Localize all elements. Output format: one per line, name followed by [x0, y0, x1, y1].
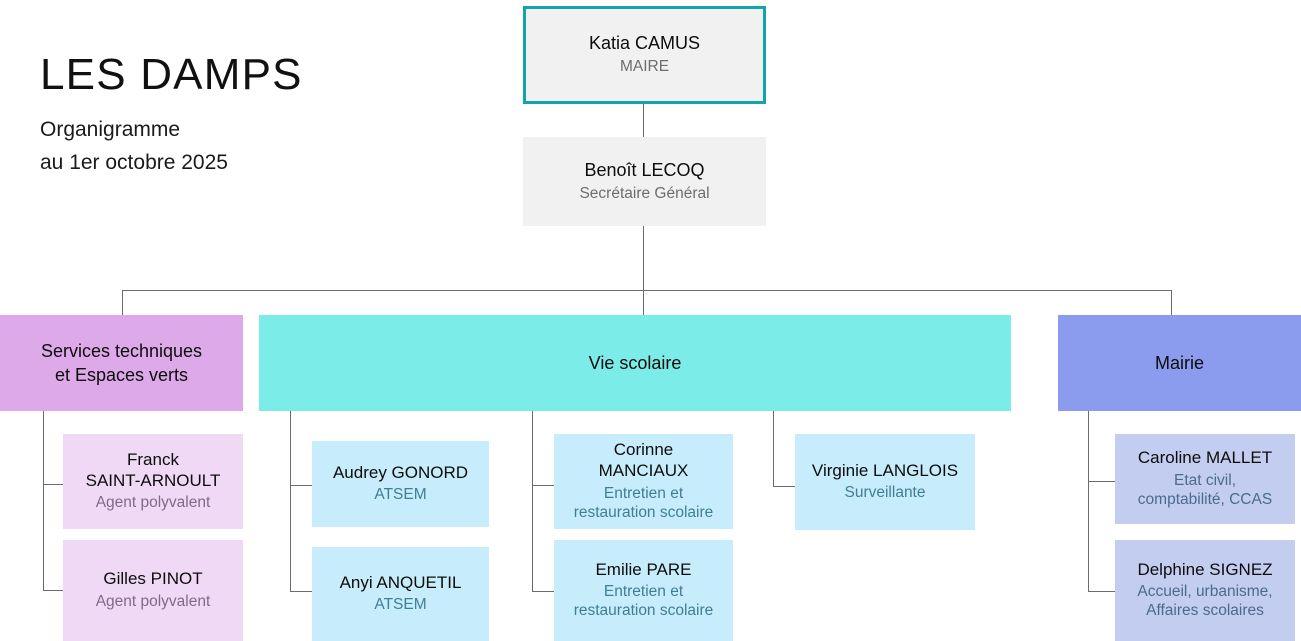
node-gilles-pinot-name: Gilles PINOT [103, 569, 203, 589]
node-caroline-mallet[interactable]: Caroline MALLET Etat civil, comptabilité… [1115, 434, 1295, 524]
dept-header-mairie[interactable]: Mairie [1058, 315, 1301, 411]
connector-stub-gilles [43, 590, 63, 591]
node-audrey-gonord-name: Audrey GONORD [332, 462, 469, 482]
node-virginie-langlois[interactable]: Virginie LANGLOIS Surveillante [795, 434, 975, 530]
node-delphine-signez-role-line-2: Affaires scolaires [1146, 602, 1264, 620]
node-corinne-manciaux[interactable]: Corinne MANCIAUX Entretien et restaurati… [554, 434, 733, 529]
node-corinne-manciaux-role-line-2: restauration scolaire [573, 503, 714, 521]
dept-services-techniques-title-line-1: Services techniques [40, 340, 203, 361]
node-emilie-pare[interactable]: Emilie PARE Entretien et restauration sc… [554, 540, 733, 641]
node-delphine-signez-name: Delphine SIGNEZ [1137, 559, 1273, 579]
node-corinne-manciaux-name-line-2: MANCIAUX [598, 461, 689, 481]
node-secretaire-general-name: Benoît LECOQ [584, 159, 705, 180]
node-gilles-pinot-role: Agent polyvalent [95, 592, 211, 610]
dept-services-techniques-title-line-2: et Espaces verts [54, 365, 189, 385]
node-anyi-anquetil-name: Anyi ANQUETIL [339, 572, 462, 592]
subtitle-line-1: Organigramme [40, 118, 181, 142]
node-maire-role: MAIRE [619, 58, 670, 76]
connector-spine-atsem [290, 411, 291, 591]
node-delphine-signez[interactable]: Delphine SIGNEZ Accueil, urbanisme, Affa… [1115, 540, 1295, 641]
connector-bus-to-services-techniques [122, 290, 123, 315]
connector-sg-to-bus [643, 226, 644, 290]
page-title: LES DAMPS [40, 50, 303, 99]
node-corinne-manciaux-role-line-1: Entretien et [603, 484, 684, 502]
connector-stub-emilie [532, 591, 554, 592]
connector-stub-delphine [1088, 591, 1115, 592]
connector-stub-anyi [290, 591, 312, 592]
connector-maire-to-sg [643, 104, 644, 137]
node-franck-saint-arnoult[interactable]: Franck SAINT-ARNOULT Agent polyvalent [63, 434, 243, 529]
node-emilie-pare-name: Emilie PARE [595, 559, 692, 579]
connector-stub-audrey [290, 485, 312, 486]
node-emilie-pare-role-line-2: restauration scolaire [573, 602, 714, 620]
node-audrey-gonord[interactable]: Audrey GONORD ATSEM [312, 441, 489, 527]
connector-spine-services-techniques [43, 411, 44, 590]
node-delphine-signez-role-line-1: Accueil, urbanisme, [1137, 583, 1273, 601]
node-franck-saint-arnoult-role: Agent polyvalent [95, 494, 211, 512]
connector-stub-corinne [532, 485, 554, 486]
connector-bus-to-mairie [1171, 290, 1172, 315]
node-caroline-mallet-role-line-2: comptabilité, CCAS [1137, 490, 1273, 508]
node-emilie-pare-role-line-1: Entretien et [603, 583, 684, 601]
dept-header-services-techniques[interactable]: Services techniques et Espaces verts [0, 315, 243, 411]
connector-stub-caroline [1088, 481, 1115, 482]
node-caroline-mallet-role-line-1: Etat civil, [1173, 471, 1236, 489]
connector-department-bus [122, 290, 1172, 291]
node-gilles-pinot[interactable]: Gilles PINOT Agent polyvalent [63, 540, 243, 641]
node-franck-saint-arnoult-name-line-2: SAINT-ARNOULT [85, 470, 221, 490]
connector-spine-surveillance [773, 411, 774, 486]
node-caroline-mallet-name: Caroline MALLET [1137, 448, 1273, 468]
node-corinne-manciaux-name-line-1: Corinne [613, 440, 674, 460]
node-virginie-langlois-name: Virginie LANGLOIS [811, 460, 959, 480]
node-franck-saint-arnoult-name-line-1: Franck [127, 449, 179, 469]
connector-bus-to-vie-scolaire [643, 290, 644, 315]
node-maire[interactable]: Katia CAMUS MAIRE [523, 6, 766, 104]
title-block: LES DAMPS Organigramme au 1er octobre 20… [40, 50, 460, 179]
node-virginie-langlois-role: Surveillante [844, 484, 926, 502]
node-anyi-anquetil-role: ATSEM [374, 596, 427, 614]
dept-vie-scolaire-title: Vie scolaire [588, 352, 682, 373]
connector-stub-virginie [773, 486, 795, 487]
node-anyi-anquetil[interactable]: Anyi ANQUETIL ATSEM [312, 547, 489, 641]
dept-header-vie-scolaire[interactable]: Vie scolaire [259, 315, 1011, 411]
node-audrey-gonord-role: ATSEM [374, 486, 427, 504]
node-maire-name: Katia CAMUS [588, 33, 701, 54]
connector-spine-mairie [1088, 411, 1089, 591]
connector-stub-franck [43, 484, 63, 485]
subtitle-line-2: au 1er octobre 2025 [40, 150, 228, 174]
node-secretaire-general[interactable]: Benoît LECOQ Secrétaire Général [523, 137, 766, 226]
connector-spine-restauration [532, 411, 533, 591]
node-secretaire-general-role: Secrétaire Général [579, 184, 710, 202]
dept-mairie-title: Mairie [1154, 352, 1204, 373]
